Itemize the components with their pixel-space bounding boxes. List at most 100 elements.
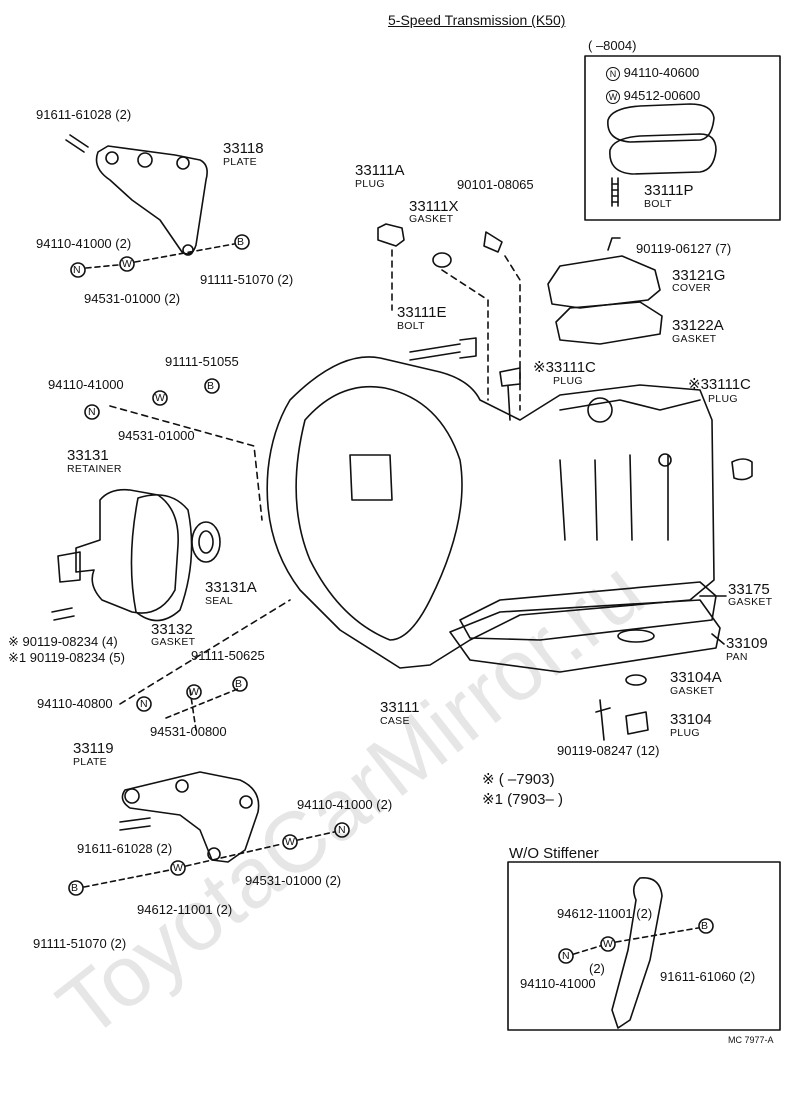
inset-item-2-text: 94512-00600 [623, 88, 701, 103]
w-icon: W [285, 836, 296, 848]
label-33104: 33104 [670, 711, 712, 728]
inset-gasket-shape [607, 103, 715, 143]
w-icon: W [189, 686, 200, 698]
n-icon: N [88, 406, 96, 418]
stiffener-shape [611, 877, 663, 1029]
wo-stiffener-94110: 94110-41000 [520, 976, 596, 991]
label-90119-08234-a: ※ 90119-08234 (4) [8, 634, 118, 649]
legend-line-1: ※ ( –7903) [482, 771, 555, 788]
label-33122a: 33122A [672, 317, 724, 334]
label-33121g: 33121G [672, 267, 726, 284]
label-94110-41000-mid: 94110-41000 [48, 377, 124, 392]
footer-code: MC 7977-A [728, 1035, 774, 1045]
label-33131a-name: SEAL [205, 595, 234, 607]
plate-33119-shape [121, 771, 260, 863]
pan-33109-shape [449, 599, 721, 673]
b-icon: B [701, 920, 709, 932]
diagram-title: 5-Speed Transmission (K50) [388, 12, 566, 28]
gasket-33104a-shape [625, 674, 647, 686]
label-90119-08247: 90119-08247 (12) [557, 743, 660, 758]
plug-33111a-shape [377, 223, 405, 247]
label-33111c-right-name: PLUG [708, 393, 738, 405]
label-33104a: 33104A [670, 669, 722, 686]
seal-33131a-shape [191, 521, 221, 563]
inset-item-1: N 94110-40600 [606, 66, 699, 81]
label-94531-01000-bot: 94531-01000 (2) [245, 873, 342, 888]
w-icon: W [606, 90, 620, 104]
inset-box-bottom [507, 861, 781, 1031]
n-icon: N [562, 950, 570, 962]
label-33111e-name: BOLT [397, 320, 425, 332]
label-90119-06127: 90119-06127 (7) [636, 241, 732, 256]
w-icon: W [173, 862, 184, 874]
label-33132-name: GASKET [151, 636, 196, 648]
b-icon: B [207, 380, 215, 392]
label-33111c-mid: ※33111C [533, 359, 596, 376]
label-91111-51055: 91111-51055 [165, 354, 239, 369]
fitting-90101-shape [483, 231, 503, 253]
label-33131a: 33131A [205, 579, 257, 596]
wo-stiffener-title: W/O Stiffener [509, 845, 599, 862]
retainer-33131-shape [75, 488, 179, 614]
label-33119-name: PLATE [73, 756, 107, 768]
wo-stiffener-qty: (2) [589, 961, 605, 976]
b-icon: B [71, 882, 79, 894]
n-icon: N [606, 67, 620, 81]
label-94110-41000-top: 94110-41000 (2) [36, 236, 132, 251]
label-33175: 33175 [728, 581, 770, 598]
label-91111-51070-bot: 91111-51070 (2) [33, 936, 127, 951]
part-33111p-name: BOLT [644, 198, 672, 210]
label-33111c-mid-name: PLUG [553, 375, 583, 387]
label-33111x: 33111X [409, 198, 459, 215]
label-90119-08234-b: ※1 90119-08234 (5) [8, 650, 125, 665]
label-33118-name: PLATE [223, 156, 257, 168]
label-91611-61028-top: 91611-61028 (2) [36, 107, 132, 122]
wo-stiffener-91611: 91611-61060 (2) [660, 969, 756, 984]
label-33109-name: PAN [726, 651, 748, 663]
gasket-33111x-shape [432, 252, 452, 268]
label-33111: 33111 [380, 699, 420, 716]
bolt-91611-top [65, 134, 89, 153]
legend-line-2: ※1 (7903– ) [482, 791, 563, 808]
b-icon: B [235, 678, 243, 690]
n-icon: N [73, 264, 81, 276]
w-icon: W [603, 938, 614, 950]
bell-housing-opening [295, 385, 463, 641]
label-33121g-name: COVER [672, 282, 711, 294]
label-91111-51070-top: 91111-51070 (2) [200, 272, 294, 287]
plug-33111c-right-shape [731, 458, 753, 481]
bolt-33111e-shape [409, 337, 477, 361]
gasket-33132-shape [130, 494, 193, 622]
gasket-33175-shape [459, 581, 717, 641]
bolt-91611-bot [119, 817, 151, 831]
label-94531-01000-mid: 94531-01000 [118, 428, 195, 443]
n-icon: N [140, 698, 148, 710]
inset-item-2: W 94512-00600 [606, 89, 700, 104]
w-icon: W [155, 392, 166, 404]
case-33111-shape [266, 356, 715, 669]
w-icon: W [122, 258, 133, 270]
label-94531-01000-top: 94531-01000 (2) [84, 291, 181, 306]
label-94531-00800: 94531-00800 [150, 724, 227, 739]
b-icon: B [237, 236, 245, 248]
label-33118: 33118 [223, 140, 264, 157]
label-33111x-name: GASKET [409, 213, 454, 225]
inset-plate-shape [609, 133, 717, 175]
label-91611-61028-bot: 91611-61028 (2) [77, 841, 173, 856]
label-33109: 33109 [726, 635, 768, 652]
part-33111p: 33111P [644, 182, 694, 199]
label-33131-name: RETAINER [67, 463, 122, 475]
bolt-90119-08247-shape [595, 699, 611, 741]
label-33111a-name: PLUG [355, 178, 385, 190]
bolt-90119-08234-shape [51, 607, 75, 621]
label-33111-name: CASE [380, 715, 410, 727]
plug-33104-shape [625, 711, 649, 735]
gasket-33122a-shape [555, 301, 663, 345]
label-33119: 33119 [73, 740, 114, 757]
n-icon: N [338, 824, 346, 836]
label-33122a-name: GASKET [672, 333, 717, 345]
label-94612-11001-bot: 94612-11001 (2) [137, 902, 233, 917]
label-90101-08065: 90101-08065 [457, 177, 534, 192]
